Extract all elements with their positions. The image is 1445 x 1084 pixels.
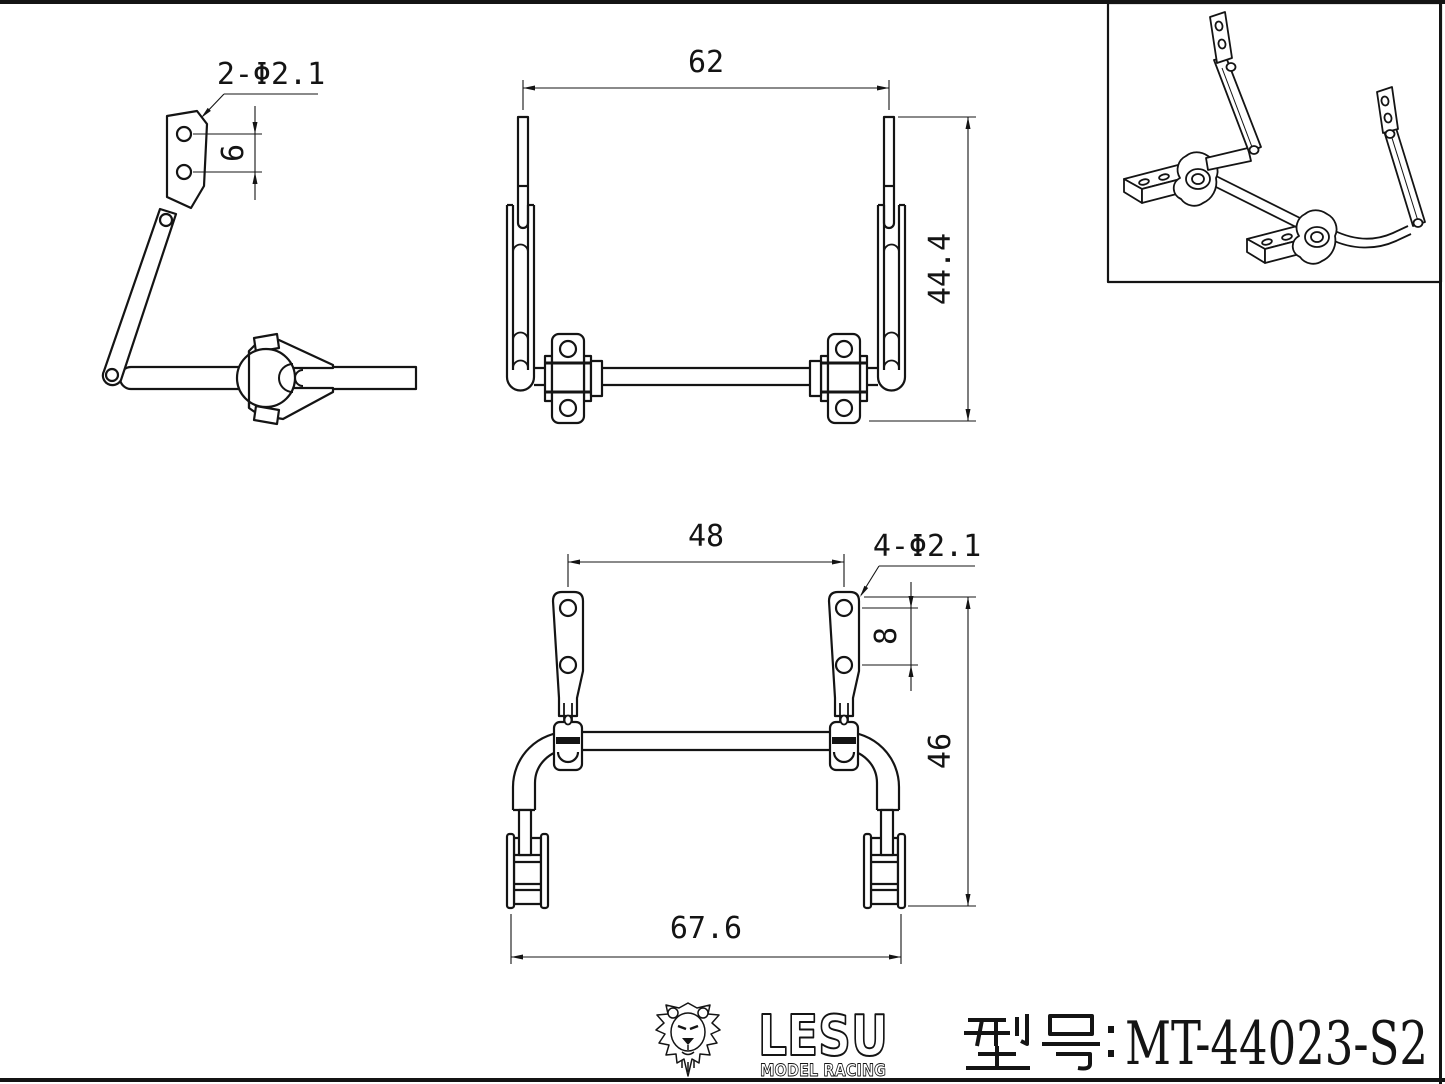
side-bracket-plate — [165, 109, 209, 210]
side-bracket-hole-2 — [175, 163, 193, 181]
brand-wordmark: LESU — [758, 1004, 888, 1069]
side-hole-note: 2-Φ2.1 — [217, 57, 325, 92]
side-knuckle-tab-bottom — [252, 404, 281, 426]
model-label — [964, 1014, 1114, 1071]
front-view — [505, 115, 907, 425]
side-knuckle-tab-top — [252, 332, 281, 354]
iso-view-border — [1106, 1, 1443, 284]
iso-right-knuckle — [1291, 209, 1338, 265]
top-height-dim: 46 — [923, 733, 958, 769]
iso-left-arm — [1213, 56, 1262, 155]
front-height-dim: 44.4 — [923, 233, 958, 305]
model-number: MT-44023-S2 — [1125, 1009, 1428, 1079]
top-right-bushing — [862, 808, 907, 910]
front-left-bearing-block — [543, 332, 604, 425]
top-overall-width-dim: 67.6 — [670, 911, 742, 946]
iso-left-plate — [1209, 11, 1237, 72]
top-width-dim: 48 — [688, 519, 724, 554]
top-hole-note: 4-Φ2.1 — [873, 529, 981, 564]
top-left-bracket — [551, 590, 585, 772]
side-hole-spacing: 6 — [216, 144, 251, 162]
front-right-bearing-block — [808, 332, 869, 425]
front-right-link — [876, 203, 907, 392]
iso-right-plate — [1376, 86, 1399, 139]
side-drop-arm — [101, 207, 178, 387]
side-knuckle-bore — [235, 347, 297, 409]
front-view-dimensions — [522, 80, 976, 422]
side-view-dimensions — [193, 93, 318, 200]
lesu-lion-logo-icon — [655, 1002, 721, 1077]
top-right-bracket — [827, 590, 861, 772]
top-left-bushing — [505, 808, 550, 910]
top-view — [505, 590, 907, 910]
side-bracket-hole-1 — [175, 125, 193, 143]
title-block: LESU MODEL RACING MT-44023-S2 — [655, 1002, 1428, 1081]
front-left-link — [505, 203, 536, 392]
front-width-dim: 62 — [688, 45, 724, 80]
brand-subtitle: MODEL RACING — [760, 1061, 886, 1081]
top-view-dimensions — [510, 554, 976, 964]
side-view — [101, 109, 418, 426]
top-hole-spacing: 8 — [869, 627, 904, 645]
iso-right-arm — [1383, 127, 1426, 228]
iso-view — [1106, 1, 1443, 284]
